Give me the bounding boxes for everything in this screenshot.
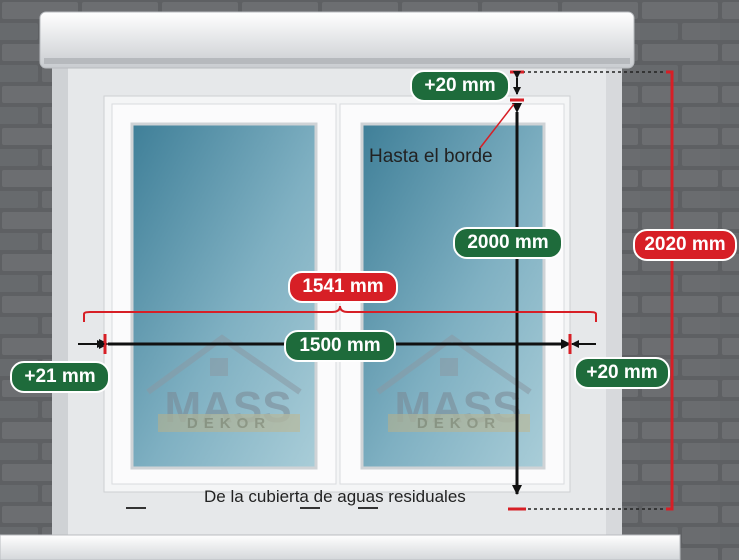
- window-height-badge: 2000 mm: [453, 227, 563, 259]
- roller-shutter-box: [39, 11, 635, 69]
- left-glass-pane: [130, 122, 318, 470]
- left-offset-badge: +21 mm: [10, 361, 110, 393]
- watermark-sub-left: DEKOR: [187, 415, 271, 432]
- total-height-badge: 2020 mm: [633, 229, 737, 261]
- watermark-sub-right: DEKOR: [417, 415, 501, 432]
- window-sill: [0, 534, 681, 560]
- total-height-bracket: [666, 70, 674, 511]
- watermark-brand-right: MASS: [394, 383, 521, 432]
- edge-note: Hasta el borde: [369, 146, 493, 167]
- right-offset-badge: +20 mm: [574, 357, 670, 389]
- total-width-bracket: [83, 305, 597, 322]
- watermark-brand-left: MASS: [164, 383, 291, 432]
- watermark-right: MASS DEKOR: [376, 334, 532, 432]
- watermark-left: MASS DEKOR: [146, 334, 302, 432]
- edge-pointer-line: [479, 103, 515, 149]
- total-width-badge: 1541 mm: [288, 271, 398, 303]
- top-offset-badge: +20 mm: [410, 70, 510, 102]
- bottom-note: De la cubierta de aguas residuales: [204, 487, 466, 506]
- window-width-badge: 1500 mm: [284, 330, 396, 362]
